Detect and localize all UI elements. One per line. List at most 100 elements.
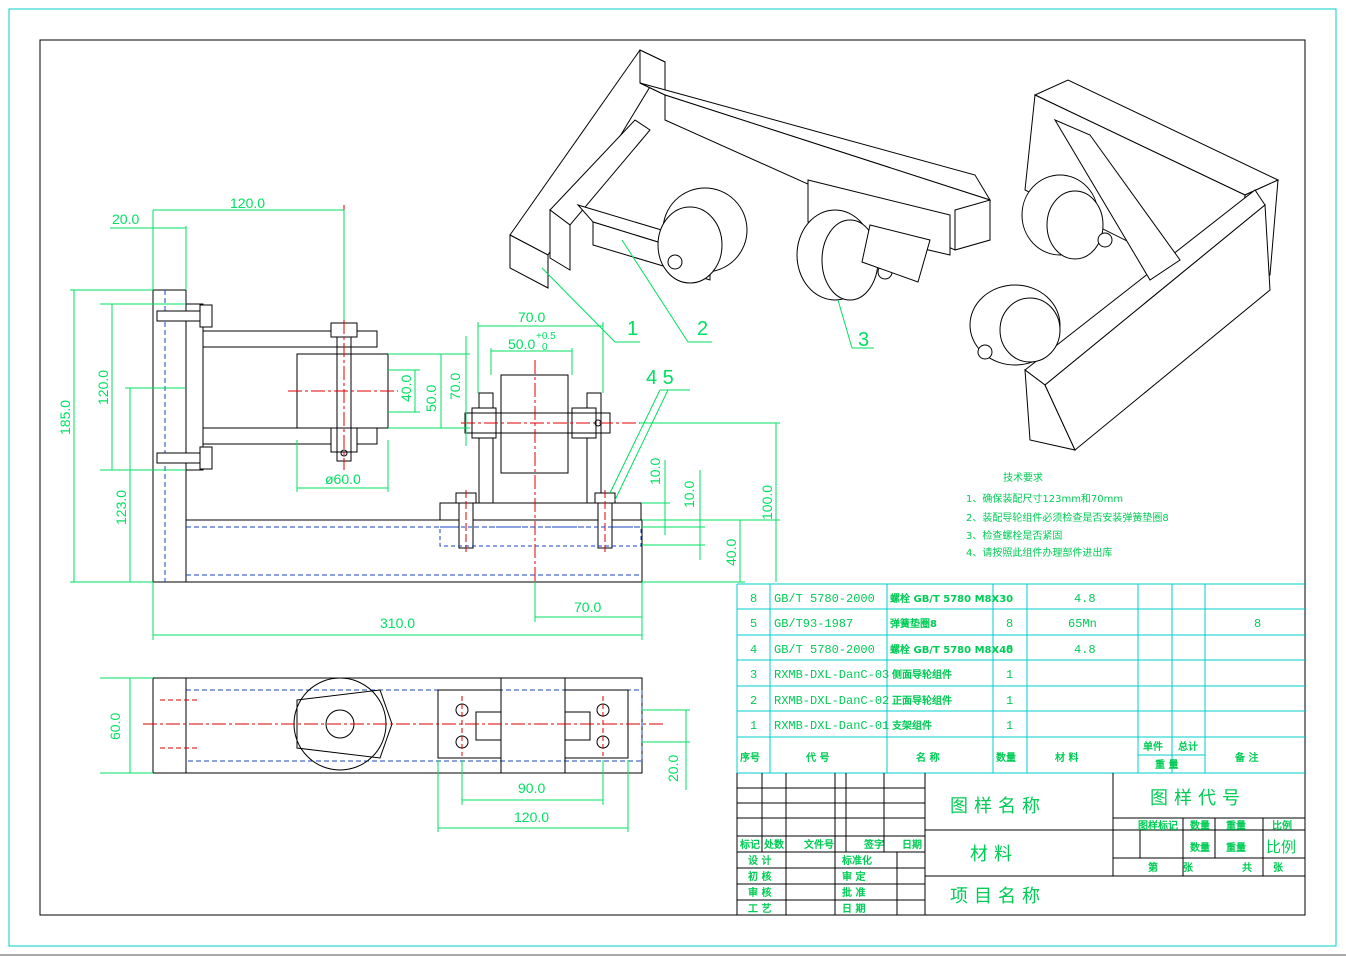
dim-height-100: 100.0 [759, 485, 775, 520]
title-quantity-2: 数量 [1190, 841, 1210, 854]
dimension-labels: 20.0 120.0 185.0 120.0 123.0 70.0 50.0 +… [57, 195, 869, 825]
isometric-view-main [509, 49, 992, 349]
title-block-text: 图样名称 图样代号 材料 项目名称 图样标记 数量 重量 比例 数量 重量 比例… [739, 788, 1296, 915]
tech-note-3: 3、检查螺栓是否紧固 [966, 529, 1062, 542]
outer-frame [8, 8, 1337, 947]
tech-note-2: 2、装配导轮组件必须检查是否安装弹簧垫圈8 [966, 511, 1169, 524]
bom-no: 3 [750, 668, 757, 682]
bom-header-name: 名 称 [916, 751, 939, 764]
bom-code: RXMB-DXL-DanC-01 [774, 719, 889, 733]
bom-name: 螺栓 GB/T 5780 M8X30 [890, 592, 1013, 605]
callout-4-5: 4 5 [646, 367, 674, 389]
bom-qty: 1 [1006, 668, 1013, 682]
bom-code: GB/T93-1987 [774, 617, 853, 631]
bom-header-material: 材 料 [1055, 751, 1078, 764]
bom-name: 弹簧垫圈8 [890, 617, 937, 630]
dim-tol-plus: +0.5 [536, 331, 556, 342]
dim-top-view-120: 120.0 [514, 809, 549, 825]
title-approve: 批 准 [842, 886, 865, 899]
bom-code: GB/T 5780-2000 [774, 592, 875, 606]
bom-remark: 8 [1254, 617, 1261, 631]
bom-name: 支架组件 [891, 719, 932, 732]
title-standard: 标准化 [841, 854, 872, 867]
title-sheet-unit: 张 [1183, 861, 1194, 874]
bom-qty: 1 [1006, 694, 1013, 708]
dim-width-310: 310.0 [380, 615, 415, 631]
dim-top-120: 120.0 [230, 195, 265, 211]
bom-qty: 8 [1006, 617, 1013, 631]
dim-height-40b: 40.0 [723, 539, 739, 566]
bom-header-qty: 数量 [996, 751, 1016, 764]
bom-header-no: 序号 [740, 751, 760, 764]
dim-height-70: 70.0 [447, 373, 463, 400]
title-drawing-name: 图样名称 [950, 796, 1046, 817]
callout-1: 1 [627, 318, 638, 340]
bom-code: RXMB-DXL-DanC-02 [774, 694, 889, 708]
title-design: 设 计 [748, 854, 771, 867]
dim-height-10b: 10.0 [681, 481, 697, 508]
dim-width-70: 70.0 [518, 309, 545, 325]
title-rev-count: 处数 [763, 838, 785, 851]
bom-no: 1 [750, 719, 757, 733]
bom-name: 正面导轮组件 [892, 694, 952, 707]
dimension-lines [70, 209, 780, 832]
bom-material: 4.8 [1074, 592, 1096, 606]
dim-left-120: 120.0 [95, 370, 111, 405]
title-sheet-no: 第 [1148, 861, 1158, 874]
dim-height-40: 40.0 [398, 375, 414, 402]
bom-no: 8 [750, 592, 757, 606]
bom-header-weight: 重 量 [1155, 758, 1178, 771]
title-date-2: 日 期 [842, 902, 865, 915]
bom-material: 4.8 [1074, 643, 1096, 657]
dim-diameter-60: ø60.0 [325, 471, 361, 487]
dim-width-50: 50.0 [508, 336, 535, 352]
tech-note-4: 4、请按照此组件办理部件进出库 [966, 546, 1112, 559]
title-total: 共 [1242, 861, 1252, 874]
bom-table-text: 8 GB/T 5780-2000 螺栓 GB/T 5780 M8X30 4.8 … [740, 592, 1261, 771]
top-view [143, 677, 665, 774]
title-review: 审 定 [842, 870, 865, 883]
dim-top-view-90: 90.0 [518, 780, 545, 796]
bom-no: 4 [750, 643, 757, 657]
title-material: 材料 [970, 844, 1018, 865]
callout-2: 2 [697, 318, 708, 340]
bom-header-unit: 单件 [1143, 740, 1163, 753]
dim-width-70b: 70.0 [574, 599, 601, 615]
title-doc-no: 文件号 [804, 838, 834, 851]
dim-left-123: 123.0 [113, 490, 129, 525]
dim-tol-zero: 0 [542, 342, 548, 353]
title-weight: 重量 [1226, 819, 1246, 832]
tech-note-1: 1、确保装配尺寸123mm和70mm [966, 492, 1123, 505]
tech-notes-title: 技术要求 [1003, 471, 1043, 484]
bom-name: 螺栓 GB/T 5780 M8X40 [890, 643, 1013, 656]
bom-name: 侧面导轮组件 [892, 668, 952, 681]
bom-header-total: 总计 [1178, 740, 1198, 753]
dim-height-50: 50.0 [423, 385, 439, 412]
bom-code: RXMB-DXL-DanC-03 [774, 668, 889, 682]
title-date: 日期 [902, 838, 922, 851]
title-scale: 比例 [1272, 819, 1292, 832]
title-check: 初 核 [748, 870, 771, 883]
technical-notes: 技术要求 1、确保装配尺寸123mm和70mm 2、装配导轮组件必须检查是否安装… [966, 471, 1169, 559]
inner-frame [39, 39, 1306, 916]
title-scale-2: 比例 [1266, 839, 1296, 857]
dim-top-20: 20.0 [112, 211, 139, 227]
dim-height-10a: 10.0 [647, 458, 663, 485]
title-rev-mark: 标记 [739, 838, 760, 851]
bom-qty: 8 [1006, 643, 1013, 657]
bom-header-code: 代 号 [805, 751, 829, 764]
title-drawing-code: 图样代号 [1150, 788, 1246, 809]
bom-qty: 1 [1006, 719, 1013, 733]
bom-no: 5 [750, 617, 757, 631]
bom-no: 2 [750, 694, 757, 708]
callout-3: 3 [858, 329, 869, 351]
bom-header-remark: 备 注 [1234, 751, 1258, 764]
bom-table-grid [736, 583, 1305, 915]
bom-material: 65Mn [1068, 617, 1097, 631]
title-process: 工 艺 [748, 902, 771, 915]
front-view [152, 205, 780, 620]
dim-top-view-60: 60.0 [107, 713, 123, 740]
bom-code: GB/T 5780-2000 [774, 643, 875, 657]
title-weight-2: 重量 [1226, 841, 1246, 854]
